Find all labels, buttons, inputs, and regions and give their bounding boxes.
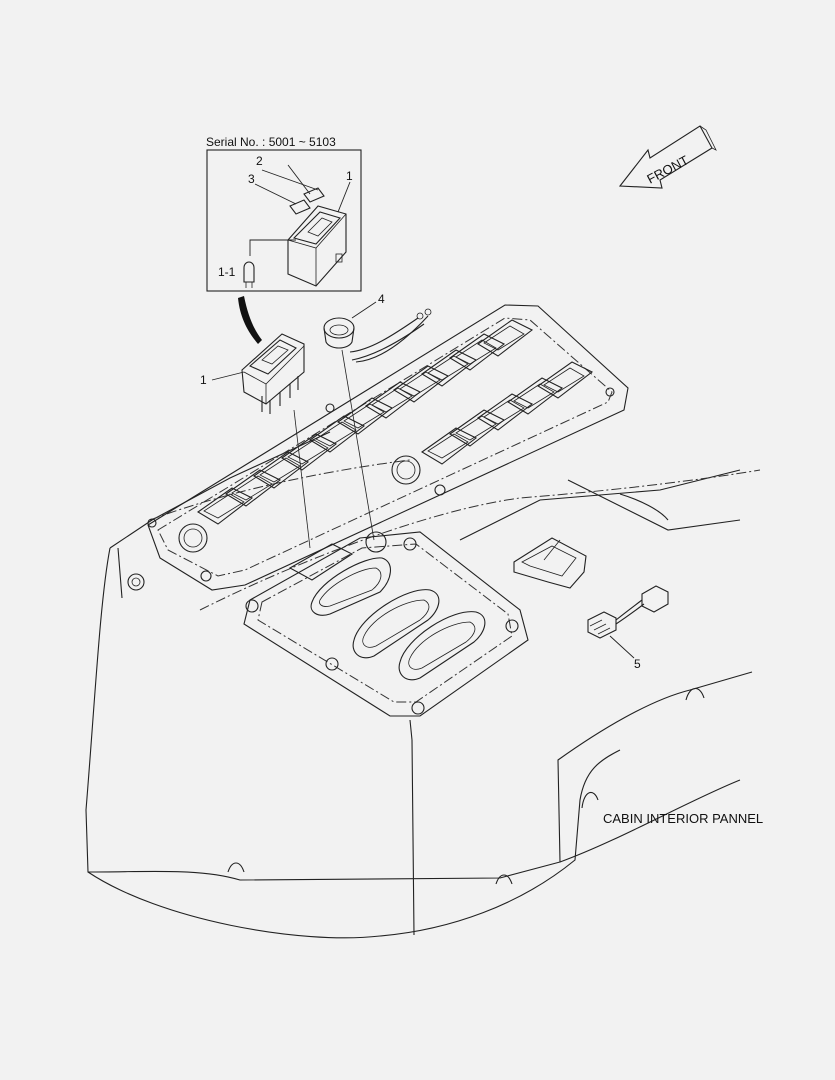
callout-inset-1-1: 1-1 bbox=[218, 265, 236, 279]
upper-switch-panel bbox=[127, 304, 629, 591]
switch-slot bbox=[280, 433, 338, 471]
switch-slot bbox=[364, 381, 422, 419]
serial-label: Serial No. : 5001 ~ 5103 bbox=[206, 135, 336, 149]
switch-slot bbox=[448, 333, 506, 371]
switch-slot-inner bbox=[287, 439, 329, 465]
switch-slot bbox=[196, 487, 254, 525]
switch-slot-inner bbox=[231, 475, 273, 501]
switch-slot-inner bbox=[455, 339, 497, 365]
rocker-switch-part-1: 1 bbox=[200, 333, 311, 549]
switch-slot-inner bbox=[343, 403, 385, 429]
switch-slot-inner bbox=[427, 355, 469, 381]
callout-part-5: 5 bbox=[634, 657, 641, 671]
harness-part-5: 5 bbox=[587, 585, 669, 671]
callout-inset-3: 3 bbox=[248, 172, 255, 186]
switch-slot bbox=[476, 319, 534, 357]
cabin-interior-panel bbox=[85, 431, 761, 939]
switch-slot bbox=[308, 415, 366, 453]
switch-slot bbox=[224, 469, 282, 507]
switch-slot-inner bbox=[371, 387, 413, 413]
switch-slot-inner bbox=[315, 421, 357, 447]
switch-slot bbox=[420, 349, 478, 387]
switch-slot bbox=[476, 393, 534, 431]
switch-slot-inner bbox=[513, 383, 555, 409]
buzzer-part-4: 4 bbox=[323, 292, 432, 541]
callout-inset-2: 2 bbox=[256, 154, 263, 168]
switch-slot-grid bbox=[196, 319, 594, 525]
serial-inset-box: Serial No. : 5001 ~ 5103 2 3 1 1-1 bbox=[206, 135, 362, 292]
switch-slot bbox=[448, 409, 506, 447]
switch-slot bbox=[336, 397, 394, 435]
front-direction-arrow: FRONT bbox=[618, 125, 717, 189]
switch-slot-inner bbox=[483, 325, 525, 351]
switch-slot bbox=[420, 427, 478, 465]
panel-caption: CABIN INTERIOR PANNEL bbox=[603, 811, 763, 826]
switch-slot bbox=[392, 365, 450, 403]
switch-slot-inner bbox=[543, 367, 585, 393]
inset-pointer-arrow bbox=[238, 296, 262, 344]
lever-console bbox=[243, 531, 587, 717]
switch-slot-inner bbox=[483, 399, 525, 425]
switch-slot-inner bbox=[427, 433, 469, 459]
switch-slot bbox=[252, 451, 310, 489]
callout-part-1: 1 bbox=[200, 373, 207, 387]
switch-slot-inner bbox=[455, 415, 497, 441]
switch-slot-inner bbox=[259, 457, 301, 483]
switch-slot-inner bbox=[203, 493, 245, 519]
callout-part-4: 4 bbox=[378, 292, 385, 306]
callout-inset-1: 1 bbox=[346, 169, 353, 183]
switch-slot-inner bbox=[399, 371, 441, 397]
